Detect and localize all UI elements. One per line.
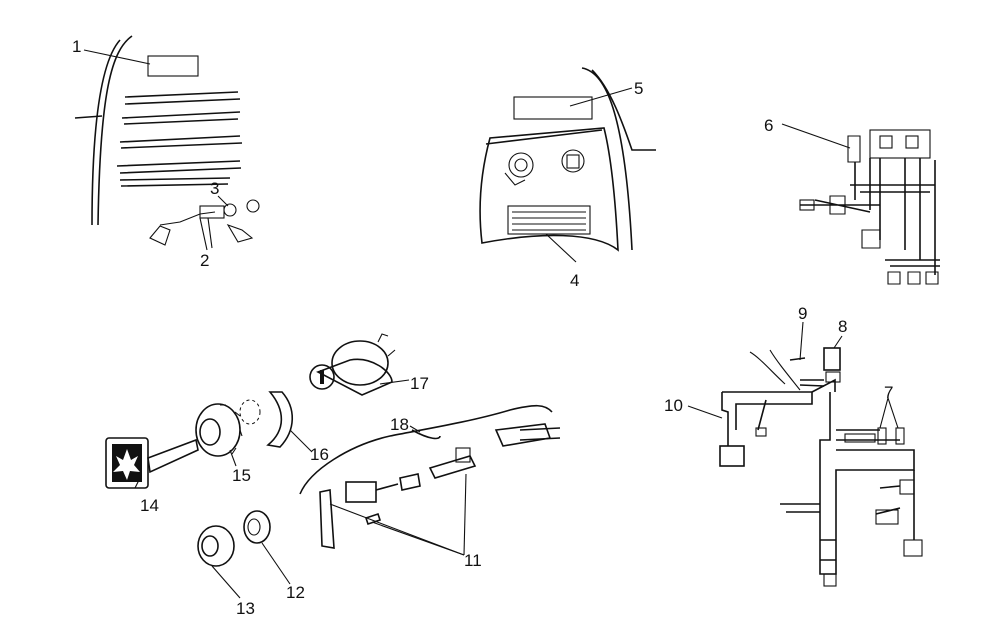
callout-6: 6 bbox=[764, 116, 774, 135]
leader-lines-group-c bbox=[781, 123, 851, 149]
callout-4: 4 bbox=[570, 271, 580, 290]
callout-1: 1 bbox=[72, 37, 82, 56]
callout-13: 13 bbox=[236, 599, 255, 618]
hood-decals-illustration bbox=[74, 35, 260, 249]
leader-lines-group-d bbox=[134, 379, 410, 599]
callout-7: 7 bbox=[884, 383, 894, 402]
callout-3: 3 bbox=[210, 179, 220, 198]
callout-18: 18 bbox=[390, 415, 409, 434]
cable-linkage-illustration bbox=[299, 404, 561, 549]
leader-lines-group-b bbox=[545, 87, 633, 263]
callout-5: 5 bbox=[634, 79, 644, 98]
callout-2: 2 bbox=[200, 251, 210, 270]
leader-lines-group-e bbox=[329, 425, 467, 556]
callout-12: 12 bbox=[286, 583, 305, 602]
leader-lines-group-a bbox=[83, 49, 229, 251]
main-wire-harness-illustration bbox=[719, 347, 923, 587]
console-illustration bbox=[479, 67, 656, 252]
callout-11: 11 bbox=[464, 551, 482, 570]
callout-17: 17 bbox=[410, 374, 429, 393]
callout-16: 16 bbox=[310, 445, 329, 464]
callout-15: 15 bbox=[232, 466, 251, 485]
callout-8: 8 bbox=[838, 317, 848, 336]
callout-10: 10 bbox=[664, 396, 683, 415]
ignition-switch-illustration bbox=[105, 333, 396, 567]
callout-9: 9 bbox=[798, 304, 808, 323]
leader-lines-group-f bbox=[687, 321, 899, 429]
callout-14: 14 bbox=[140, 496, 159, 515]
harness-frame-illustration bbox=[799, 129, 940, 285]
